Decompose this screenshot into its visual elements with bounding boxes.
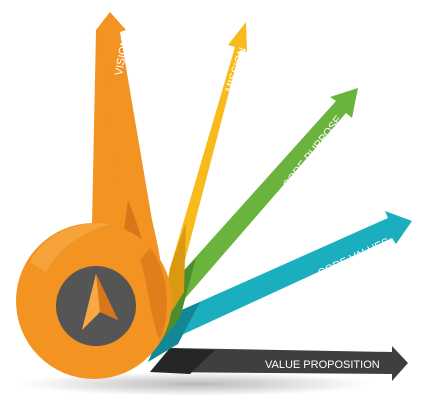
- arrow-label-mission: MISSION: [223, 46, 249, 94]
- arrow-mission: MISSION: [160, 22, 249, 330]
- arrow-vision-stem-left: [92, 30, 124, 236]
- arrow-core-purpose-body: [152, 88, 358, 352]
- center-ring-highlight: [30, 223, 110, 272]
- ground-shadow: [20, 372, 370, 396]
- arrow-value-proposition-fold: [150, 348, 215, 374]
- arrow-core-values-fold: [148, 302, 200, 362]
- arrow-value-proposition-body: [150, 346, 408, 381]
- compass-arrow-icon: [82, 274, 118, 330]
- arrow-core-values-body: [148, 211, 412, 362]
- arrow-value-proposition: VALUE PROPOSITION: [150, 346, 408, 381]
- center-badge: [16, 223, 172, 379]
- arrow-label-value-proposition: VALUE PROPOSITION: [265, 359, 380, 371]
- center-ring-shade: [140, 248, 167, 340]
